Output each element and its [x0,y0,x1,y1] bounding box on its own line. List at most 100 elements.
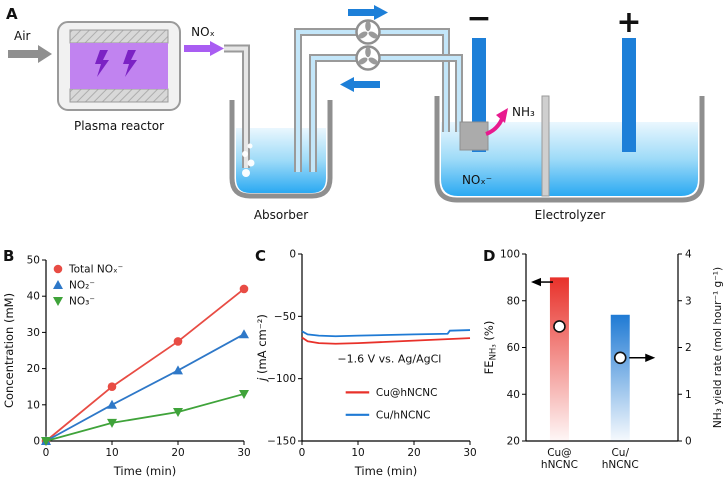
data-point [173,365,183,375]
lightning-icon [123,50,137,77]
bar [549,277,569,441]
electrolyzer-vessel [434,96,705,203]
x-tick-label: 20 [171,447,184,459]
left-tick-label: 20 [507,436,520,448]
data-point [107,418,117,428]
series-line [45,393,245,442]
reactor-bottom-electrode [69,88,169,103]
flow-right-arrow-head [374,5,388,20]
bar [610,314,630,441]
cathode-minus-sign: − [466,1,491,36]
right-tick-label: 1 [685,389,692,401]
panel-a-label: A [6,5,18,23]
legend-label: Total NOₓ⁻ [68,264,123,276]
inlet-pipe-casing [224,44,250,168]
plasma-region [70,43,168,89]
x-axis-label: Time (min) [113,464,176,477]
pump-blade [368,57,378,65]
absorber-liquid [236,128,326,193]
data-point [107,399,117,409]
series-line [45,288,245,442]
bubble [247,159,255,167]
panel-d-label: D [483,247,495,265]
left-tick-label: 40 [507,389,520,401]
left-tick-label: 60 [507,342,520,354]
circulation-pipe-return-core [311,56,461,172]
left-axis-arrow-head [531,277,541,287]
data-point [173,408,183,418]
pump-icon [355,45,381,71]
right-tick-label: 3 [685,295,692,307]
anode-bar [622,38,636,152]
catalyst-block [459,121,489,151]
pump-blade [368,31,378,39]
air-label: Air [14,29,31,43]
y-tick-label: −100 [267,373,296,385]
right-axis-label: NH₃ yield rate (mol hour⁻¹ g⁻¹) [712,267,724,428]
nox-arrow-head [210,41,224,56]
pump-icon [355,19,381,45]
data-point [239,389,249,399]
series-line [45,333,245,442]
x-tick-label: 30 [237,447,250,459]
data-point [239,284,249,294]
x-tick-label: 10 [105,447,118,459]
legend-label: Cu@hNCNC [376,387,438,399]
plasma-reactor-label: Plasma reactor [74,119,164,133]
pump-blade [358,57,368,65]
x-tick-label: 0 [43,447,50,459]
lightning-icon [95,50,109,77]
x-tick-label: 30 [463,447,476,459]
data-point [107,382,117,391]
y-tick-label: 0 [33,436,40,448]
bubble [242,151,248,157]
nox-arrow-shaft [184,45,210,52]
data-point [239,329,249,339]
pump-blade [358,31,368,39]
absorber-vessel [229,100,333,199]
y-tick-label: −50 [274,311,296,323]
category-label: hNCNC [541,459,578,471]
flow-left-arrow-shaft [354,81,380,88]
series-line [301,336,471,345]
x-axis-label: Time (min) [354,464,417,477]
category-label: Cu/ [611,447,629,459]
left-tick-label: 80 [507,295,520,307]
nh3-arrow [485,118,504,136]
y-tick-label: 40 [27,291,40,303]
y-tick-label: 10 [27,399,40,411]
series-line [301,329,471,338]
right-tick-label: 2 [685,342,692,354]
electrolyzer-label: Electrolyzer [535,208,606,222]
data-point [53,280,63,289]
bubble [242,169,250,177]
left-tick-label: 100 [500,249,520,261]
yield-marker [613,351,627,365]
left-axis-label: FENH₃ (%) [482,321,499,375]
data-point [53,264,63,274]
nox-label: NOₓ [191,25,215,39]
panel-c-label: C [255,247,266,265]
flow-left-arrow-head [340,77,354,92]
yield-marker [553,320,566,333]
legend-label: NO₃⁻ [69,296,95,308]
air-arrow-shaft [8,50,38,58]
right-tick-label: 4 [685,249,692,261]
right-tick-label: 0 [685,436,692,448]
category-label: Cu@ [547,447,572,459]
y-axis-label: Concentration (mM) [2,293,16,408]
y-tick-label: −150 [267,436,296,448]
x-tick-label: 20 [407,447,420,459]
annotation: −1.6 V vs. Ag/AgCl [337,352,441,365]
bubble [247,143,253,149]
absorber-label: Absorber [254,208,308,222]
category-label: hNCNC [602,459,639,471]
data-point [41,437,51,446]
pump-blade [365,20,371,32]
nh3-label: NH₃ [512,105,535,119]
y-tick-label: 0 [289,249,296,261]
